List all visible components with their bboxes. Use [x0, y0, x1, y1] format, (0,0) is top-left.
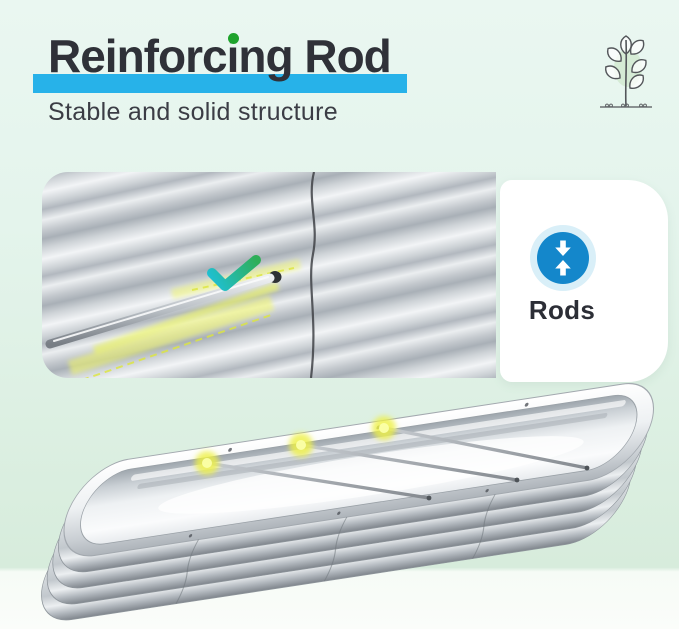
- yellow-dashed-lines: [81, 267, 295, 378]
- icon-halo: [530, 225, 596, 291]
- title-text-pre: Reinforc: [48, 30, 228, 82]
- bed-body: [41, 383, 655, 621]
- panel-seam-line: [309, 172, 316, 378]
- plant-stem: [624, 39, 628, 107]
- subtitle: Stable and solid structure: [48, 98, 338, 126]
- plant-leaves: [605, 35, 647, 89]
- checkmark-icon: [207, 255, 261, 291]
- reinforcing-rods: [205, 426, 589, 500]
- garden-bed-illustration: [41, 383, 655, 621]
- rod-highlight: [53, 276, 269, 342]
- icon-circle: [537, 232, 589, 284]
- panel-seams: [175, 494, 496, 604]
- rods-feature-card: Rods: [500, 180, 668, 382]
- card-label: Rods: [528, 295, 596, 325]
- arrow-glyphs: [555, 240, 571, 276]
- title-accent-letter: i: [226, 30, 240, 82]
- plant-ground: [600, 103, 652, 108]
- rod-image: [45, 273, 275, 349]
- rod-end-screws: [426, 465, 590, 501]
- vertical-compress-arrows-icon: [537, 232, 589, 284]
- page-title: Reinforcing Rod: [48, 30, 392, 82]
- title-underline-bar: [33, 74, 407, 93]
- title-text-post: ng Rod: [238, 30, 391, 82]
- rod-glow-highlights: [195, 416, 396, 475]
- bed-floor-glow: [158, 436, 584, 514]
- product-detail-photo: [42, 172, 496, 378]
- plant-sketch-icon: [600, 35, 652, 108]
